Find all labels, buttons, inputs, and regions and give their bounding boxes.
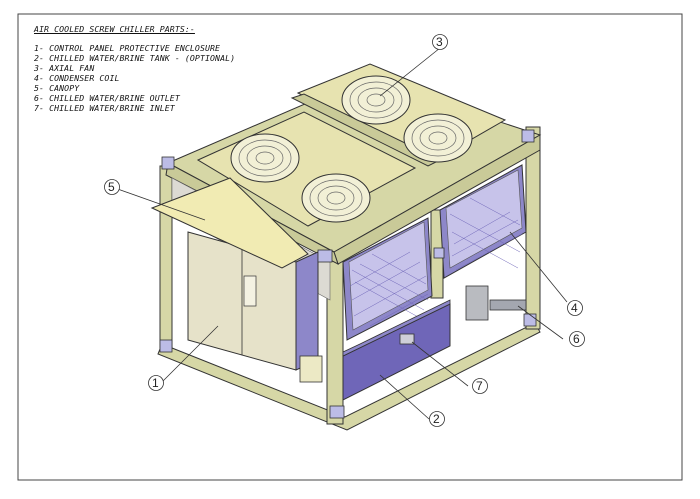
callout-7: 7 xyxy=(476,379,483,393)
axial-fan-1 xyxy=(230,133,300,183)
legend-item-2: 2- CHILLED WATER/BRINE TANK - (OPTIONAL) xyxy=(34,53,236,63)
callout-2: 2 xyxy=(433,412,440,426)
callout-bubbles xyxy=(104,34,585,427)
callout-4: 4 xyxy=(571,301,578,315)
axial-fan-3 xyxy=(341,75,411,125)
panel-door-window xyxy=(243,275,257,307)
fan-guard-rings xyxy=(238,81,465,217)
chilled-water-tank-top xyxy=(342,299,451,357)
axial-fan-2 xyxy=(301,173,371,223)
legend-title: AIR COOLED SCREW CHILLER PARTS:- xyxy=(34,24,195,34)
base-frame xyxy=(157,322,541,431)
pump-assembly xyxy=(465,285,489,321)
legend-item-6: 6- CHILLED WATER/BRINE OUTLET xyxy=(34,93,180,103)
callout-5: 5 xyxy=(108,180,115,194)
legend-item-5: 5- CANOPY xyxy=(34,83,80,93)
callout-6: 6 xyxy=(573,332,580,346)
coil-mesh-hatch xyxy=(349,197,523,327)
callout-numbers: 3 5 4 6 7 2 1 xyxy=(108,35,580,426)
sheet-border xyxy=(17,13,683,481)
frame-post-back-left xyxy=(159,165,173,349)
corner-blocks xyxy=(159,129,537,419)
legend-item-1: 1- CONTROL PANEL PROTECTIVE ENCLOSURE xyxy=(34,43,221,53)
frame-post-back-right xyxy=(525,126,541,330)
control-panel-side xyxy=(295,251,319,371)
junction-box xyxy=(299,355,323,383)
callout-3: 3 xyxy=(436,35,443,49)
legend-item-3: 3- AXIAL FAN xyxy=(34,63,95,73)
callout-1: 1 xyxy=(152,376,159,390)
callout-leaders xyxy=(111,47,568,420)
legend-item-7: 7- CHILLED WATER/BRINE INLET xyxy=(34,103,175,113)
axial-fan-4 xyxy=(403,113,473,163)
axial-fan-group xyxy=(230,75,473,223)
condenser-coil-mesh-right xyxy=(445,169,523,269)
legend-item-4: 4- CONDENSER COIL xyxy=(34,73,120,83)
water-inlet-fitting xyxy=(399,333,415,345)
water-outlet-pipe xyxy=(489,299,527,311)
condenser-coil-mesh-left xyxy=(348,221,429,331)
canopy xyxy=(150,177,309,269)
